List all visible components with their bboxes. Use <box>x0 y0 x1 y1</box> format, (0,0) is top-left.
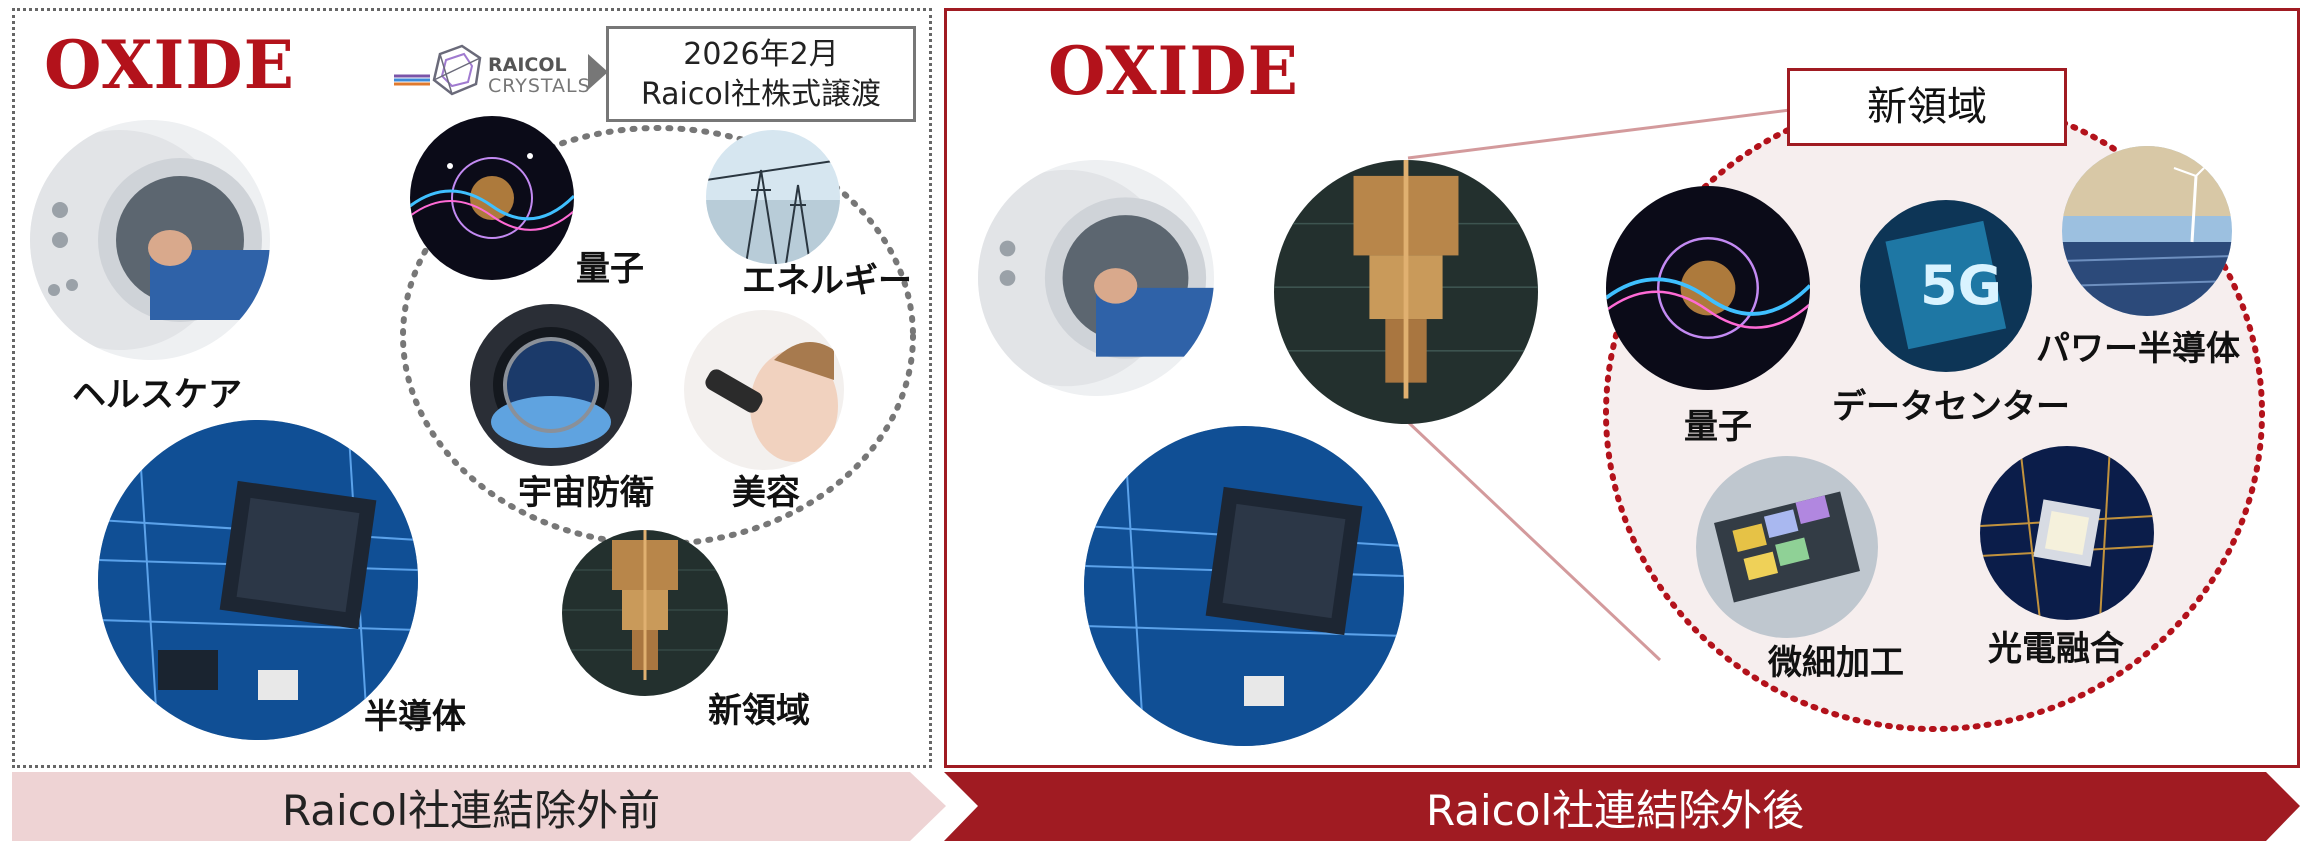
oxide-logo: OXIDE <box>44 26 295 104</box>
semiconductor-image <box>98 420 418 740</box>
transfer-date: 2026年2月 <box>683 37 839 72</box>
label-quantum-right: 量子 <box>1684 407 1752 447</box>
label-quantum: 量子 <box>576 249 644 289</box>
power-semiconductor-image <box>2062 146 2232 316</box>
data-center-image: 5G <box>1860 200 2032 372</box>
label-data-center: データセンター <box>1832 387 2070 427</box>
after-banner-text: Raicol社連結除外後 <box>1426 786 1805 835</box>
transfer-arrow-icon <box>588 54 608 90</box>
healthcare-image-right <box>978 160 1214 396</box>
photonic-fusion-image <box>1980 446 2154 620</box>
after-banner-shape <box>944 772 2300 841</box>
energy-image <box>706 130 840 264</box>
raicol-logo-text: RAICOL <box>488 54 567 76</box>
quantum-image-right <box>1606 186 1810 390</box>
label-photonic-fusion: 光電融合 <box>1988 629 2124 669</box>
label-healthcare: ヘルスケア <box>72 375 242 415</box>
beauty-image <box>684 310 844 470</box>
label-power-semiconductor: パワー半導体 <box>2036 329 2240 369</box>
label-energy: エネルギー <box>742 261 912 301</box>
quantum-image <box>410 116 574 280</box>
space-defense-image <box>470 304 632 466</box>
new-domain-image <box>562 530 728 696</box>
label-space-defense: 宇宙防衛 <box>518 473 654 513</box>
label-microfabrication: 微細加工 <box>1768 643 1904 683</box>
label-beauty: 美容 <box>732 473 800 513</box>
bottom-banners <box>12 772 2300 841</box>
transfer-date-box: 2026年2月 Raicol社株式譲渡 <box>606 26 916 122</box>
microfabrication-image <box>1696 456 1878 638</box>
raicol-logo-subtext: CRYSTALS <box>488 75 591 97</box>
healthcare-image <box>30 120 270 360</box>
raicol-cube-icon <box>394 44 482 96</box>
new-domain-box: 新領域 <box>1787 68 2067 146</box>
new-domain-image-right <box>1274 160 1538 424</box>
before-panel <box>12 8 932 768</box>
five-g-text: 5G <box>1920 254 2002 317</box>
label-semiconductor: 半導体 <box>364 697 466 737</box>
oxide-logo-right: OXIDE <box>1048 32 1299 110</box>
before-banner-shape <box>12 772 946 841</box>
raicol-crystals-logo <box>394 36 574 108</box>
label-new-domain-left: 新領域 <box>708 691 810 731</box>
transfer-description: Raicol社株式譲渡 <box>640 77 882 112</box>
after-panel <box>944 8 2300 768</box>
before-banner-text: Raicol社連結除外前 <box>282 786 661 835</box>
semiconductor-image-right <box>1084 426 1404 746</box>
zoom-connector-lines <box>1406 108 1791 662</box>
